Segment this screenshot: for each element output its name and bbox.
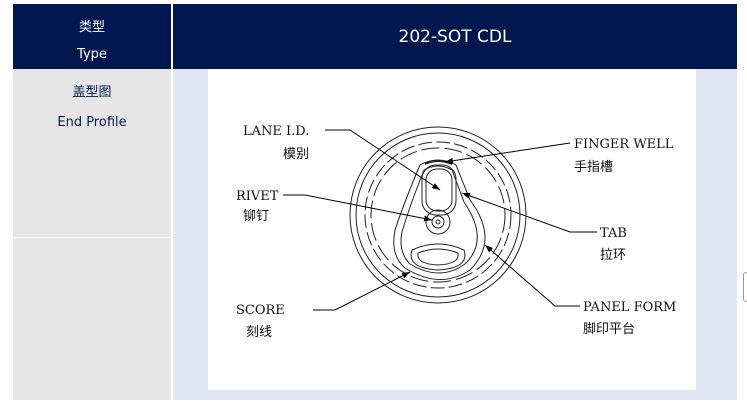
panel-form-label: PANEL FORM — [583, 300, 676, 315]
panel-form-label-cn: 脚印平台 — [583, 321, 635, 337]
rivet-label: RIVET — [236, 189, 279, 204]
can-end-drawing: LANE I.D. 模别 FINGER WELL 手指槽 RIVET 铆钉 TA… — [236, 124, 676, 340]
end-profile-label-cell: 盖型图 End Profile — [13, 69, 171, 237]
score-leader — [313, 271, 411, 311]
side-scroll-handle[interactable] — [743, 272, 747, 302]
score-label: SCORE — [236, 303, 285, 318]
end-profile-label-cn: 盖型图 — [72, 85, 112, 100]
type-label-en: Type — [77, 47, 107, 62]
finger-well-label: FINGER WELL — [574, 137, 674, 152]
rivet-leader — [283, 194, 433, 222]
finger-well-leader — [444, 142, 571, 164]
lane-id-leader — [325, 129, 441, 191]
end-profile-diagram: LANE I.D. 模别 FINGER WELL 手指槽 RIVET 铆钉 TA… — [208, 69, 696, 390]
lane-id-label-cn: 模别 — [283, 147, 309, 162]
rivet-label-cn: 铆钉 — [243, 209, 269, 224]
tab-label-cn: 拉环 — [600, 248, 626, 263]
type-header-cell: 类型 Type — [13, 4, 171, 69]
tab-leader — [461, 192, 597, 233]
product-name: 202-SOT CDL — [398, 26, 512, 47]
product-header-cell: 202-SOT CDL — [173, 4, 737, 69]
end-profile-label-en: End Profile — [57, 115, 127, 130]
empty-label-cell — [13, 238, 171, 400]
panel-form-leader — [484, 244, 580, 307]
tab-label: TAB — [600, 226, 627, 241]
lane-id-label: LANE I.D. — [243, 124, 309, 139]
score-label-cn: 刻线 — [246, 325, 272, 340]
row-divider — [13, 237, 171, 238]
type-label-cn: 类型 — [78, 20, 105, 35]
finger-well-label-cn: 手指槽 — [574, 160, 613, 175]
